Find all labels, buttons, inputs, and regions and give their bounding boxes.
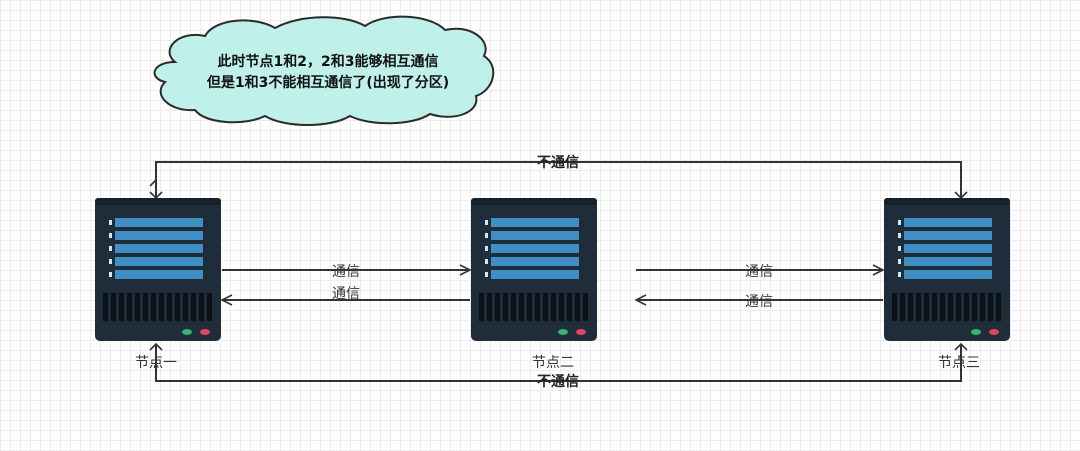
server-icon xyxy=(95,198,221,341)
node-3-label: 节点三 xyxy=(938,355,980,371)
node-2-label: 节点二 xyxy=(532,355,574,371)
node-1-label: 节点一 xyxy=(135,355,177,371)
link-bottom-no-communication: 不通信 xyxy=(149,342,968,390)
callout-line-2: 但是1和3不能相互通信了(出现了分区) xyxy=(206,74,449,91)
node-2: 节点二 xyxy=(471,198,597,371)
link-top-no-communication: 不通信 xyxy=(149,154,968,200)
node-3: 节点三 xyxy=(884,198,1010,371)
label-bottom-no-communication: 不通信 xyxy=(537,373,579,390)
server-icon xyxy=(471,198,597,341)
callout-cloud: 此时节点1和2，2和3能够相互通信 但是1和3不能相互通信了(出现了分区) xyxy=(153,15,495,126)
label-node3-to-node2: 通信 xyxy=(745,294,773,310)
label-node1-to-node2: 通信 xyxy=(332,264,360,280)
label-top-no-communication: 不通信 xyxy=(537,154,579,171)
label-node2-to-node3: 通信 xyxy=(745,264,773,280)
node-1: 节点一 xyxy=(95,198,221,371)
callout-line-1: 此时节点1和2，2和3能够相互通信 xyxy=(218,53,439,70)
server-icon xyxy=(884,198,1010,341)
label-node2-to-node1: 通信 xyxy=(332,286,360,302)
